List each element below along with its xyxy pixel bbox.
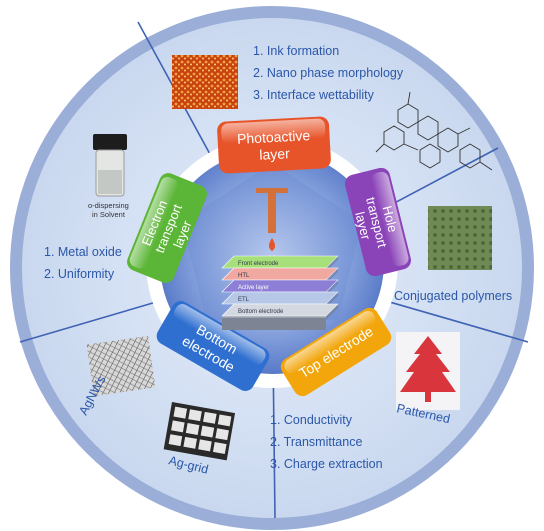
electron-transport-notes: 1. Metal oxide 2. Uniformity xyxy=(44,245,122,281)
electron-note-2: 2. Uniformity xyxy=(44,267,115,281)
agnw-mesh-image xyxy=(86,335,156,397)
photoactive-note-2: 2. Nano phase morphology xyxy=(253,66,404,80)
bottom-electrode-button[interactable]: Bottom electrode xyxy=(153,298,272,395)
stack-layer xyxy=(221,303,339,317)
stack-layer-label: Active layer xyxy=(238,285,269,291)
stack-layer-label: Front electrode xyxy=(238,261,279,267)
photoactive-notes: 1. Ink formation 2. Nano phase morpholog… xyxy=(253,44,404,102)
stack-layer-side xyxy=(326,304,338,320)
vial-caption-line1: o-dispersing xyxy=(88,201,129,210)
polymer-film-image xyxy=(428,206,492,270)
vial-caption-line2: in Solvent xyxy=(92,210,126,219)
top-note-3: 3. Charge extraction xyxy=(270,457,383,471)
photoactive-label-line2: layer xyxy=(259,145,290,163)
photoactive-label-line1: Photoactive xyxy=(237,127,311,147)
stack-layer-label: HTL xyxy=(238,273,250,279)
top-note-2: 2. Transmittance xyxy=(270,435,362,449)
hole-label-line1: Hole xyxy=(380,204,401,234)
top-electrode-button[interactable]: Top electrode xyxy=(277,305,394,400)
hole-transport-caption: Conjugated polymers xyxy=(394,289,512,303)
electron-note-1: 1. Metal oxide xyxy=(44,245,122,259)
stack-layer-label: Bottom electrode xyxy=(238,309,284,315)
ag-grid-image xyxy=(163,402,236,461)
hole-transport-layer-button[interactable]: Hole transport layer xyxy=(343,166,413,278)
slot-die-icon xyxy=(256,188,288,251)
top-note-1: 1. Conductivity xyxy=(270,413,353,427)
vial-image xyxy=(93,134,127,197)
afm-morphology-image xyxy=(172,55,238,109)
photoactive-note-1: 1. Ink formation xyxy=(253,44,339,58)
electron-transport-layer-button[interactable]: Electron transport layer xyxy=(124,170,209,285)
molecular-structure-image xyxy=(375,91,493,171)
hole-label-line3: layer xyxy=(352,210,374,242)
top-electrode-notes: 1. Conductivity 2. Transmittance 3. Char… xyxy=(270,413,383,471)
photoactive-layer-button[interactable]: Photoactive layer xyxy=(217,116,332,174)
stack-layer-label: ETL xyxy=(238,297,250,303)
patterned-tree-image xyxy=(396,332,460,410)
photoactive-note-3: 3. Interface wettability xyxy=(253,88,375,102)
